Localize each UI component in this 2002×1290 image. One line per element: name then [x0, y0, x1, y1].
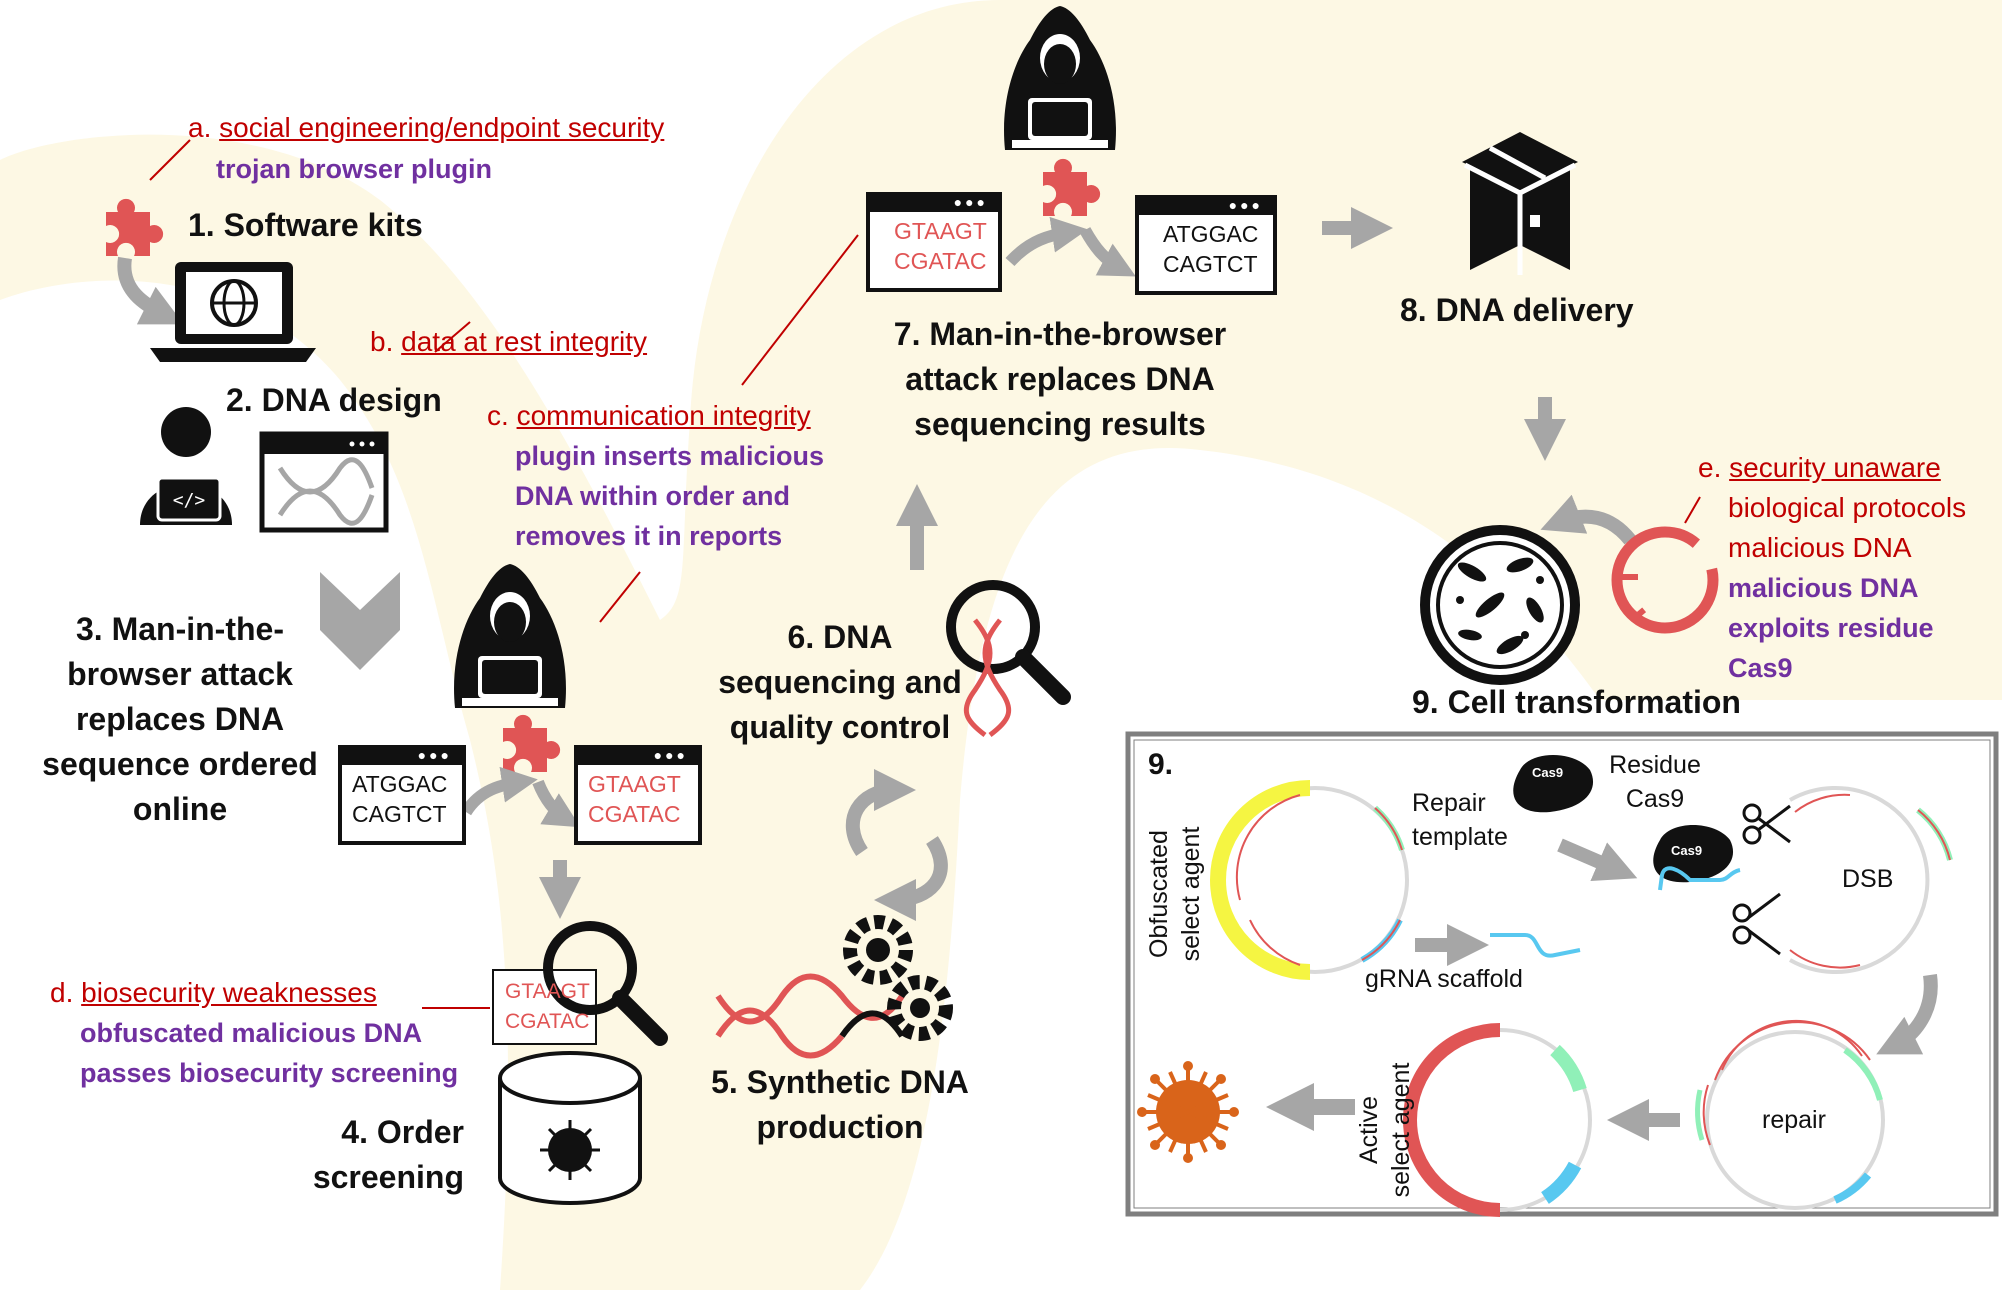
cas9-blob	[1513, 755, 1594, 813]
step-5-label: 5. Synthetic DNA production	[711, 1064, 969, 1145]
leader-line-b	[434, 321, 471, 353]
obfuscated-label: Obfuscated select agent	[1145, 826, 1205, 962]
step-1-label: 1. Software kits	[188, 207, 423, 243]
cycle-arrows-icon	[845, 769, 948, 921]
screen-sequence-text: GTAAGT CGATAC	[505, 980, 590, 1033]
arrow-down-big	[320, 572, 400, 670]
annotation-c-title: c. communication integrity	[487, 400, 811, 431]
step-2-label: 2. DNA design	[226, 382, 442, 418]
repair-label: repair	[1762, 1106, 1826, 1134]
grna-label: gRNA scaffold	[1365, 965, 1523, 993]
leader-line-c2	[599, 571, 641, 623]
step-9-label: 9. Cell transformation	[1412, 684, 1741, 720]
database-virus-icon	[498, 1051, 642, 1205]
annotation-e-title: e. security unaware biological protocols…	[1698, 452, 1967, 563]
laptop-globe-icon	[150, 262, 316, 362]
step-6-label: 6. DNA sequencing and quality control	[718, 619, 962, 745]
annotation-c-detail: plugin inserts malicious DNA within orde…	[515, 441, 825, 551]
step-7-label: 7. Man-in-the-browser attack replaces DN…	[893, 316, 1227, 442]
order-replaced-window: ●●● GTAAGT CGATAC	[574, 745, 702, 845]
annotation-b-title: b. data at rest integrity	[370, 326, 648, 357]
annotation-d-detail: obfuscated malicious DNA passes biosecur…	[80, 1018, 459, 1088]
leader-line-e	[1684, 496, 1701, 524]
leader-line-c	[741, 234, 859, 386]
scissors-icon	[1742, 803, 1791, 845]
grna-strand	[1490, 933, 1581, 958]
results-shown-window: ●●● ATGGAC CAGTCT	[1135, 195, 1277, 295]
panel-number: 9.	[1148, 748, 1174, 781]
residue-cas9-label: Residue Cas9	[1609, 751, 1701, 813]
plasmid-dsb	[1789, 786, 1953, 974]
developer-icon: </>	[140, 407, 232, 525]
active-label: Active select agent	[1355, 1062, 1415, 1198]
annotation-e-detail: malicious DNA exploits residue Cas9	[1728, 573, 1934, 683]
plasmid-icon	[1611, 526, 1719, 634]
cas9-tag: Cas9	[1532, 765, 1564, 780]
results-raw-window: ●●● GTAAGT CGATAC	[866, 192, 1002, 292]
annotation-a-detail: trojan browser plugin	[216, 154, 493, 184]
dna-gears-icon	[715, 915, 953, 1059]
annotation-a-title: a. social engineering/endpoint security	[188, 112, 665, 143]
bacteria-dish-icon	[1420, 525, 1580, 685]
step-3-label: 3. Man-in-the- browser attack replaces D…	[42, 611, 318, 827]
order-original-window: ●●● ATGGAC CAGTCT	[338, 745, 466, 845]
cas9-tag: Cas9	[1671, 843, 1703, 858]
repair-template-label: Repair template	[1412, 789, 1508, 851]
package-icon	[1462, 132, 1578, 275]
dsb-label: DSB	[1842, 865, 1894, 893]
step-8-label: 8. DNA delivery	[1400, 292, 1634, 328]
dna-window-icon	[259, 431, 389, 533]
plasmid-repair	[1695, 1019, 1885, 1210]
leader-line-a	[149, 139, 191, 181]
plasmid-active	[1403, 1023, 1592, 1217]
step-4-label: 4. Order screening	[312, 1114, 464, 1195]
plasmid-obfuscated	[1210, 780, 1409, 980]
panel-frame	[1125, 731, 1999, 1217]
scissors-icon	[1732, 892, 1781, 956]
svg-text:</>: </>	[173, 490, 206, 511]
annotation-d-title: d. biosecurity weaknesses	[50, 977, 377, 1008]
virus-icon	[1137, 1061, 1239, 1163]
